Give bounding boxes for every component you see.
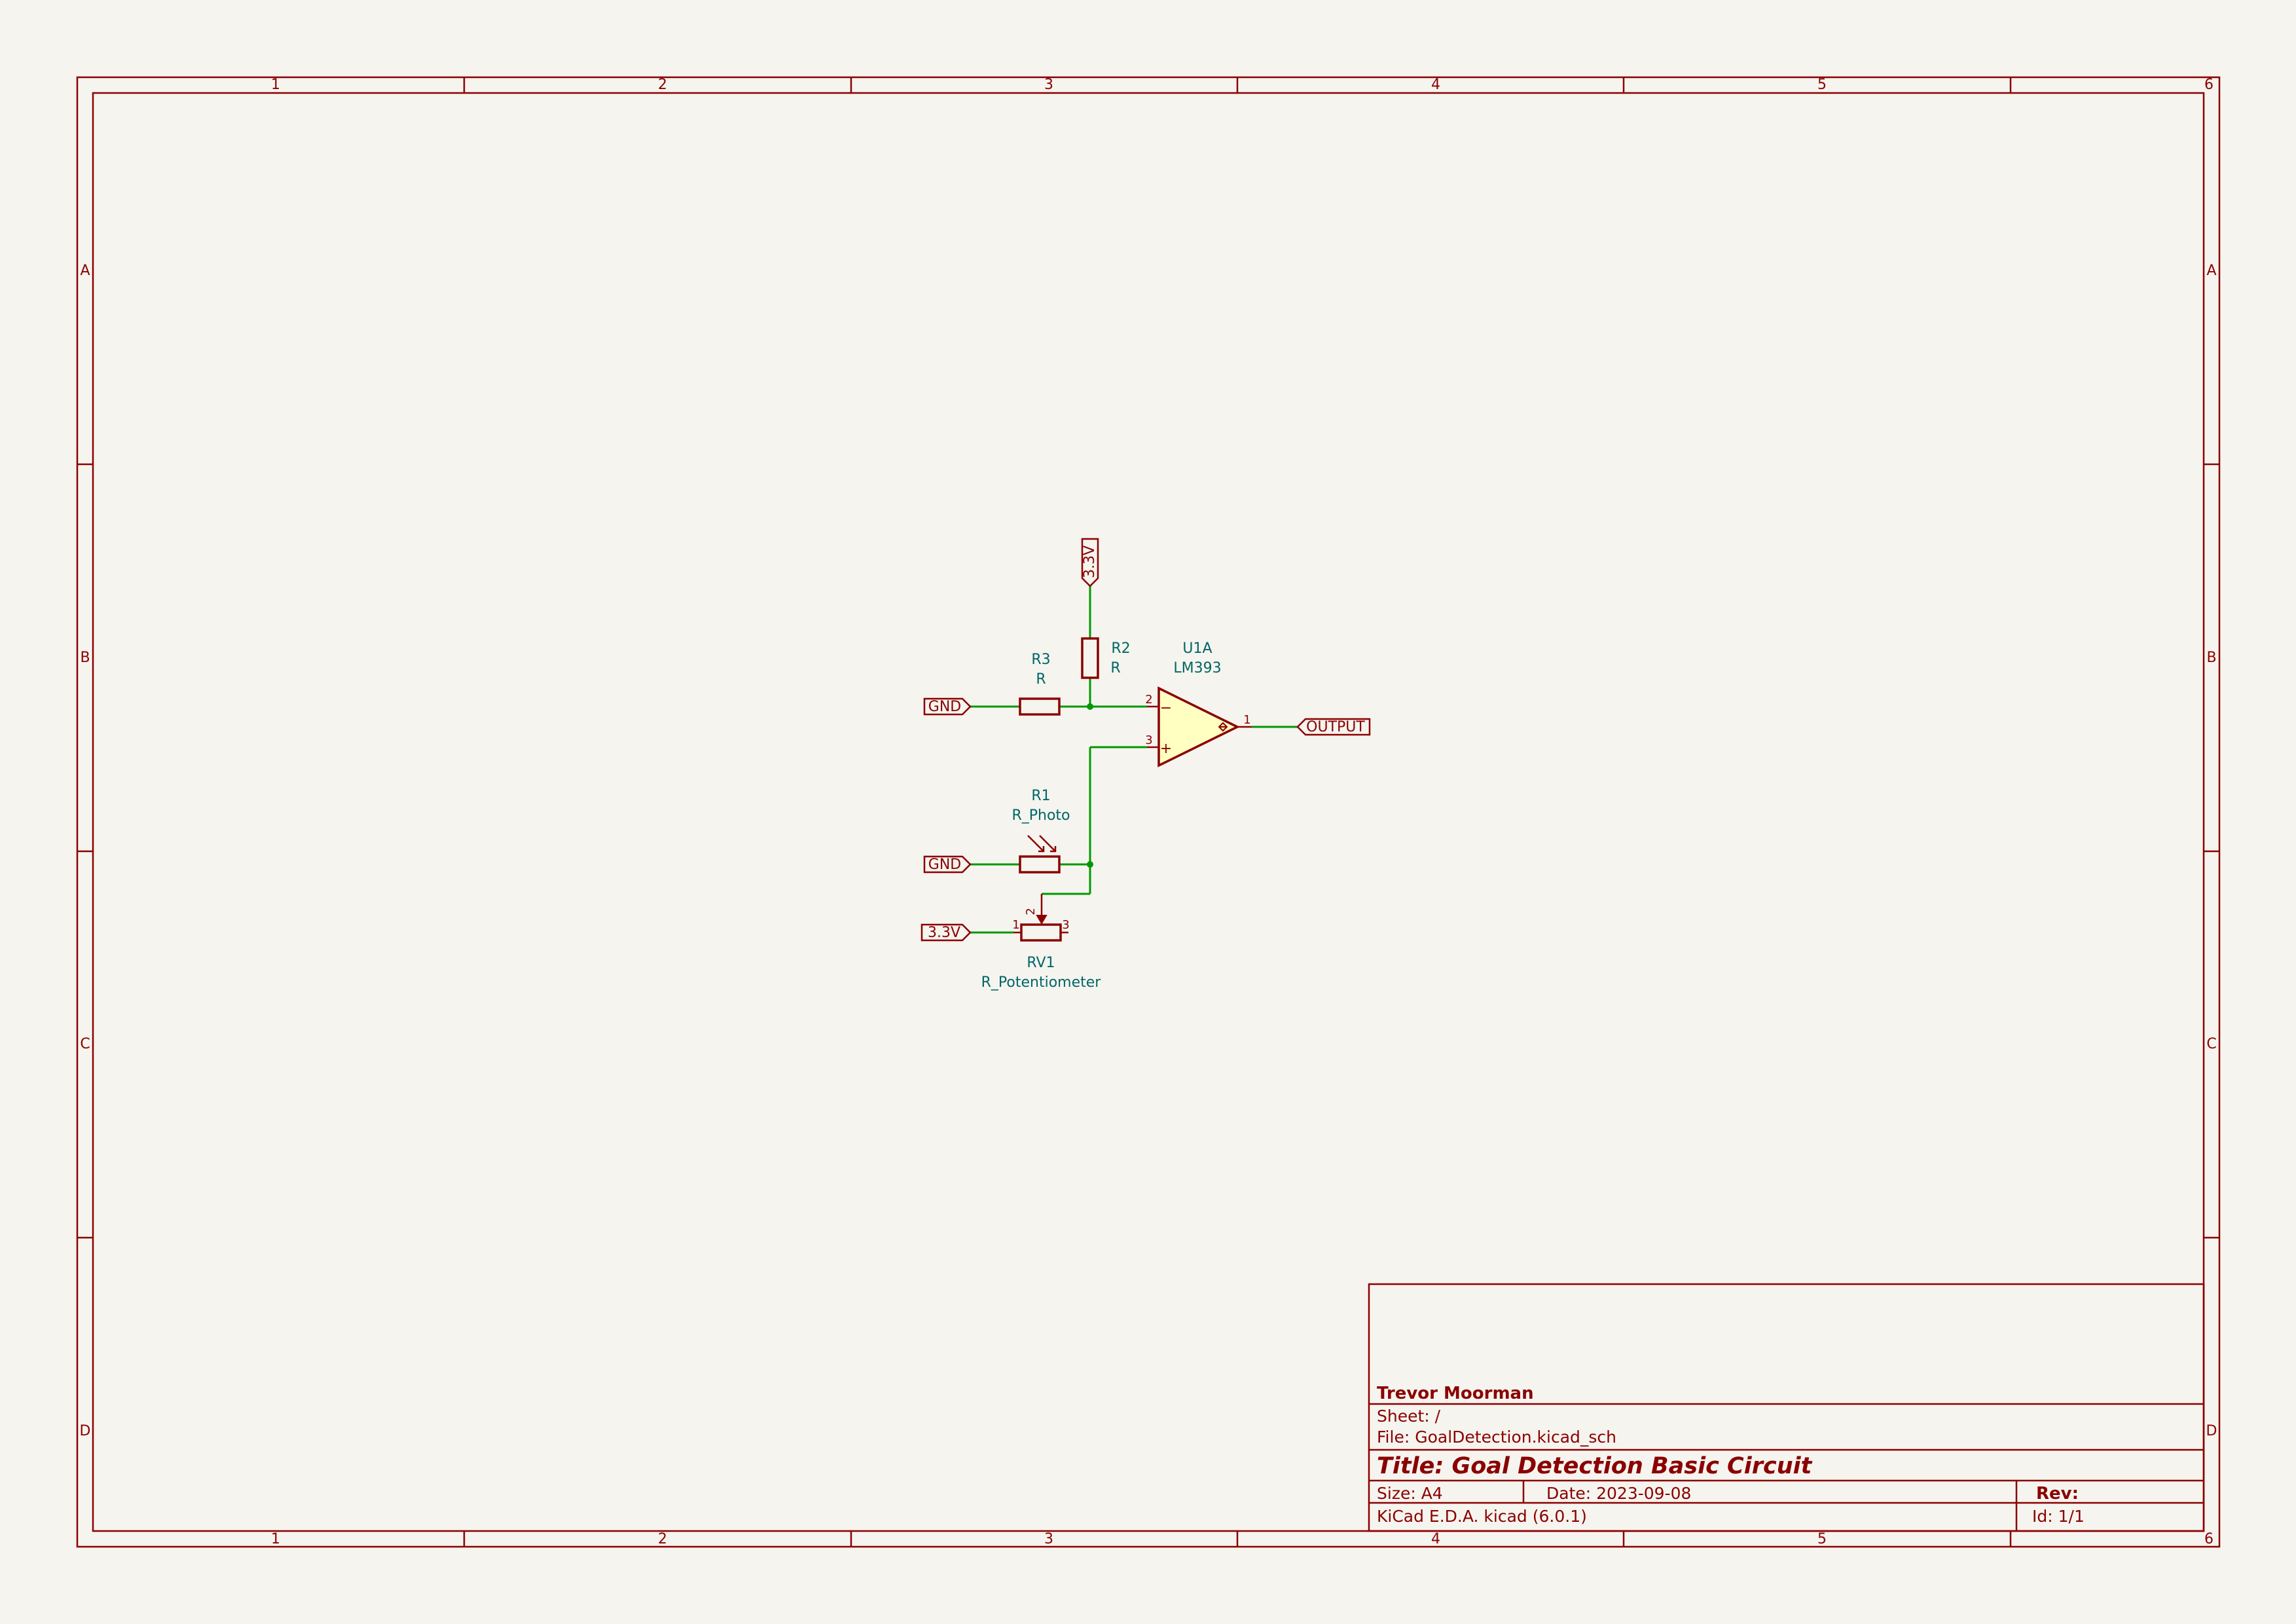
opamp-u1a-body bbox=[1157, 686, 1240, 767]
title-block-date: Date: 2023-09-08 bbox=[1546, 1484, 1691, 1503]
title-block-file: File: GoalDetection.kicad_sch bbox=[1377, 1428, 1616, 1447]
r3-ref: R3 bbox=[1031, 652, 1050, 668]
label-gnd-r1[interactable]: GND bbox=[923, 855, 972, 874]
row-label: B bbox=[2206, 650, 2216, 666]
col-label: 3 bbox=[1044, 77, 1053, 93]
u1a-ref: U1A bbox=[1182, 640, 1212, 657]
r2-ref: R2 bbox=[1111, 640, 1130, 657]
resistor-r3-body bbox=[1019, 697, 1061, 716]
opamp-u1a[interactable]: − + 2 3 1 U1A LM393 bbox=[1145, 640, 1252, 767]
label-3v3-top-text: 3.3V bbox=[1082, 545, 1098, 578]
open-collector-icon bbox=[1218, 722, 1228, 732]
junctions bbox=[1087, 703, 1093, 868]
row-label: A bbox=[2206, 263, 2216, 279]
label-output-text: OUTPUT bbox=[1306, 719, 1365, 735]
col-label: 5 bbox=[1817, 1531, 1827, 1547]
label-output[interactable]: OUTPUT bbox=[1296, 718, 1371, 736]
r1-value: R_Photo bbox=[1011, 807, 1070, 824]
row-label: D bbox=[80, 1423, 91, 1439]
title-block-title: Title: Goal Detection Basic Circuit bbox=[1377, 1453, 1813, 1479]
resistor-r3[interactable]: R3 R bbox=[1019, 652, 1061, 716]
col-label: 1 bbox=[271, 1531, 280, 1547]
junction-dot bbox=[1087, 861, 1093, 868]
title-block-rev: Rev: bbox=[2036, 1484, 2079, 1504]
potentiometer-rv1[interactable]: 1 2 3 RV1 R_Potentiometer bbox=[981, 894, 1102, 991]
row-label: C bbox=[80, 1036, 90, 1052]
u1a-value: LM393 bbox=[1173, 660, 1221, 676]
rv1-pin3-num: 3 bbox=[1062, 918, 1069, 932]
wires bbox=[970, 585, 1298, 934]
column-dividers bbox=[463, 77, 2012, 1547]
light-arrows-icon bbox=[1027, 835, 1057, 853]
column-labels-bottom: 1 2 3 4 5 6 bbox=[271, 1531, 2214, 1547]
opamp-pin-out-num: 1 bbox=[1243, 713, 1250, 727]
junction-dot bbox=[1087, 703, 1093, 710]
col-label: 1 bbox=[271, 77, 280, 93]
label-3v3-rv1-text: 3.3V bbox=[928, 925, 960, 941]
column-labels-top: 1 2 3 4 5 6 bbox=[271, 77, 2214, 93]
label-3v3-rv1[interactable]: 3.3V bbox=[920, 923, 972, 942]
title-block-id: Id: 1/1 bbox=[2032, 1507, 2085, 1526]
resistor-r2-body bbox=[1081, 637, 1099, 679]
label-gnd-r1-text: GND bbox=[928, 857, 961, 873]
row-labels-left: A B C D bbox=[80, 263, 91, 1439]
resistor-r2[interactable]: R2 R bbox=[1081, 637, 1131, 679]
col-label: 3 bbox=[1044, 1531, 1053, 1547]
col-label: 6 bbox=[2204, 1531, 2214, 1547]
potentiometer-rv1-body bbox=[1020, 923, 1062, 942]
opamp-minus-sign: − bbox=[1160, 700, 1172, 716]
title-block: Trevor Moorman Sheet: / File: GoalDetect… bbox=[1368, 1283, 2205, 1532]
row-label: D bbox=[2206, 1423, 2217, 1439]
row-labels-right: A B C D bbox=[2206, 263, 2217, 1439]
rv1-value: R_Potentiometer bbox=[981, 974, 1102, 991]
row-label: C bbox=[2206, 1036, 2216, 1052]
rv1-pin2-num: 2 bbox=[1024, 908, 1038, 915]
opamp-pin-minus-num: 2 bbox=[1145, 693, 1152, 707]
r3-value: R bbox=[1036, 671, 1046, 688]
title-block-author: Trevor Moorman bbox=[1377, 1384, 1534, 1403]
col-label: 5 bbox=[1817, 77, 1827, 93]
outer-border bbox=[76, 76, 2221, 1548]
drawing-frame: 1 2 3 4 5 6 1 2 3 4 5 6 A B C D A B C D bbox=[76, 76, 2221, 1548]
r1-ref: R1 bbox=[1031, 788, 1050, 804]
title-block-sheet: Sheet: / bbox=[1377, 1407, 1441, 1426]
col-label: 6 bbox=[2204, 77, 2214, 93]
opamp-pin-plus-num: 3 bbox=[1145, 733, 1152, 747]
wiper-arrow-icon bbox=[1036, 894, 1048, 925]
title-block-tool: KiCad E.D.A. kicad (6.0.1) bbox=[1377, 1507, 1587, 1526]
rv1-ref: RV1 bbox=[1027, 955, 1055, 971]
label-3v3-top[interactable]: 3.3V bbox=[1081, 538, 1099, 587]
label-gnd-r3[interactable]: GND bbox=[923, 697, 972, 716]
r2-value: R bbox=[1110, 660, 1120, 676]
col-label: 4 bbox=[1431, 1531, 1440, 1547]
title-block-border bbox=[1368, 1283, 2205, 1532]
col-label: 2 bbox=[658, 77, 667, 93]
label-gnd-r3-text: GND bbox=[928, 699, 961, 715]
inner-border bbox=[92, 92, 2205, 1532]
row-label: A bbox=[80, 263, 90, 279]
col-label: 2 bbox=[658, 1531, 667, 1547]
photoresistor-r1[interactable]: R1 R_Photo bbox=[1011, 788, 1070, 874]
row-label: B bbox=[80, 650, 90, 666]
col-label: 4 bbox=[1431, 77, 1440, 93]
rv1-pin1-num: 1 bbox=[1012, 918, 1019, 932]
opamp-plus-sign: + bbox=[1160, 741, 1172, 757]
photoresistor-r1-body bbox=[1019, 855, 1061, 874]
title-block-size: Size: A4 bbox=[1377, 1484, 1443, 1503]
row-dividers bbox=[77, 463, 2219, 1239]
